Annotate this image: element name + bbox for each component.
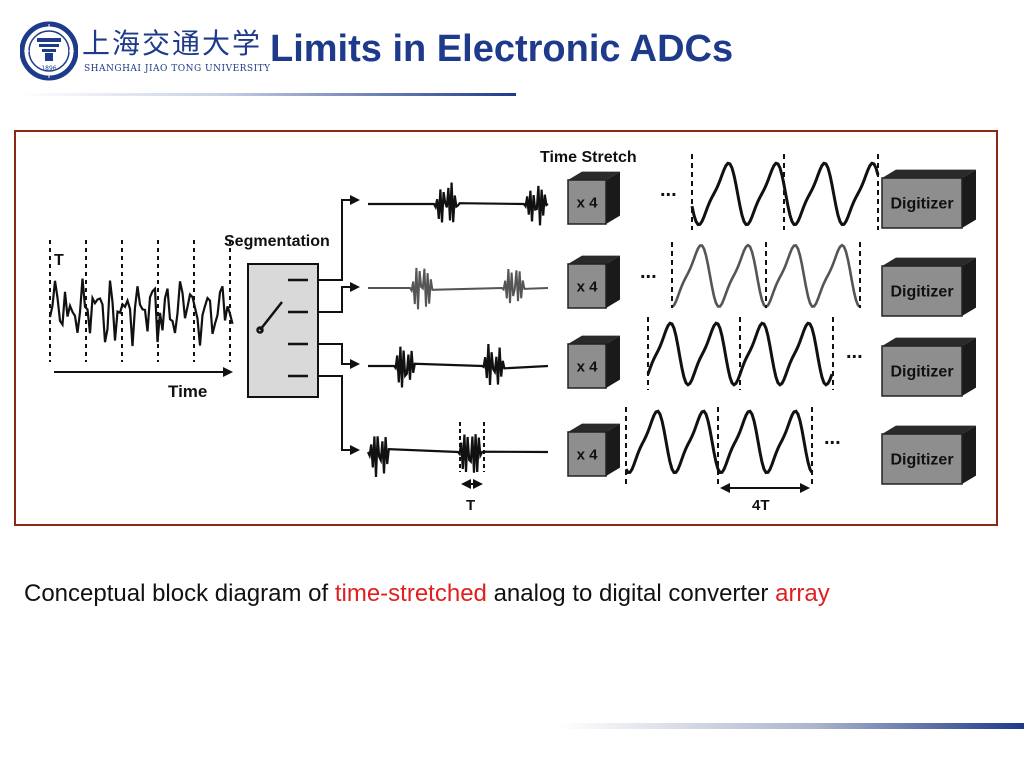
- stretch-factor-label-2: x 4: [577, 278, 599, 295]
- digitizer-label-4: Digitizer: [890, 452, 953, 469]
- digitizer-block-1: Digitizer: [881, 169, 976, 229]
- digitizer-block-3: Digitizer: [881, 337, 976, 397]
- university-emblem-icon: 1896: [20, 21, 78, 81]
- input-analog-signal: [48, 278, 234, 347]
- svg-text:1896: 1896: [41, 65, 56, 72]
- stretched-window-markers: [625, 154, 879, 487]
- university-logo: 1896 上海交通大学 SHANGHAI JIAO TONG UNIVERSIT…: [20, 20, 270, 82]
- ellipsis-2: ...: [640, 261, 657, 283]
- stretch-factor-label-4: x 4: [577, 446, 599, 463]
- diagram-frame: T Time Segmentation Time Stretch: [14, 130, 998, 526]
- segment-signal-1: [368, 182, 549, 226]
- digitizer-block-4: Digitizer: [881, 425, 976, 485]
- ellipsis-4: ...: [824, 427, 841, 449]
- route-arrow-2: [318, 282, 360, 313]
- logo-english-name: SHANGHAI JIAO TONG UNIVERSITY: [84, 64, 271, 74]
- caption-text-2: analog to digital converter: [486, 580, 776, 607]
- header-divider: [20, 93, 516, 96]
- segment-signal-2: [368, 267, 549, 310]
- ts-adc-block-diagram: T Time Segmentation Time Stretch: [48, 149, 976, 514]
- route-arrow-3: [318, 343, 360, 369]
- footer-divider: [560, 723, 1024, 729]
- route-arrow-1: [318, 195, 360, 281]
- time-stretch-label: Time Stretch: [540, 149, 637, 166]
- stretch-factor-label-3: x 4: [577, 358, 599, 375]
- switch-symbol: [256, 278, 308, 378]
- segment-signal-4: [366, 434, 549, 477]
- caption-highlight-time-stretched: time-stretched: [334, 580, 487, 607]
- stretch-block-4: x 4: [567, 423, 620, 477]
- ellipsis-3: ...: [846, 341, 863, 363]
- logo-chinese-name: 上海交通大学: [82, 27, 263, 60]
- segment-period-label: T: [466, 497, 475, 514]
- segment-period-marker: [459, 422, 485, 489]
- input-period-label: T: [54, 252, 64, 269]
- stretch-block-3: x 4: [567, 335, 620, 389]
- caption-text-1: Conceptual block diagram of: [24, 580, 335, 607]
- figure-caption: Conceptual block diagram of time-stretch…: [24, 580, 830, 608]
- stretch-block-2: x 4: [567, 255, 620, 309]
- stretch-factor-label-1: x 4: [577, 194, 599, 211]
- digitizer-label-1: Digitizer: [890, 196, 953, 213]
- stretch-block-1: x 4: [567, 171, 620, 225]
- ellipsis-1: ...: [660, 179, 677, 201]
- caption-highlight-array: array: [775, 580, 830, 607]
- digitizer-label-2: Digitizer: [890, 284, 953, 301]
- segment-signal-3: [368, 344, 549, 388]
- digitizer-label-3: Digitizer: [890, 364, 953, 381]
- segmentation-label: Segmentation: [224, 233, 330, 250]
- page-title: Limits in Electronic ADCs: [270, 28, 734, 70]
- stretched-period-label: 4T: [752, 497, 770, 514]
- digitizer-block-2: Digitizer: [881, 257, 976, 317]
- time-axis-label: Time: [168, 382, 207, 401]
- route-arrow-4: [318, 375, 360, 455]
